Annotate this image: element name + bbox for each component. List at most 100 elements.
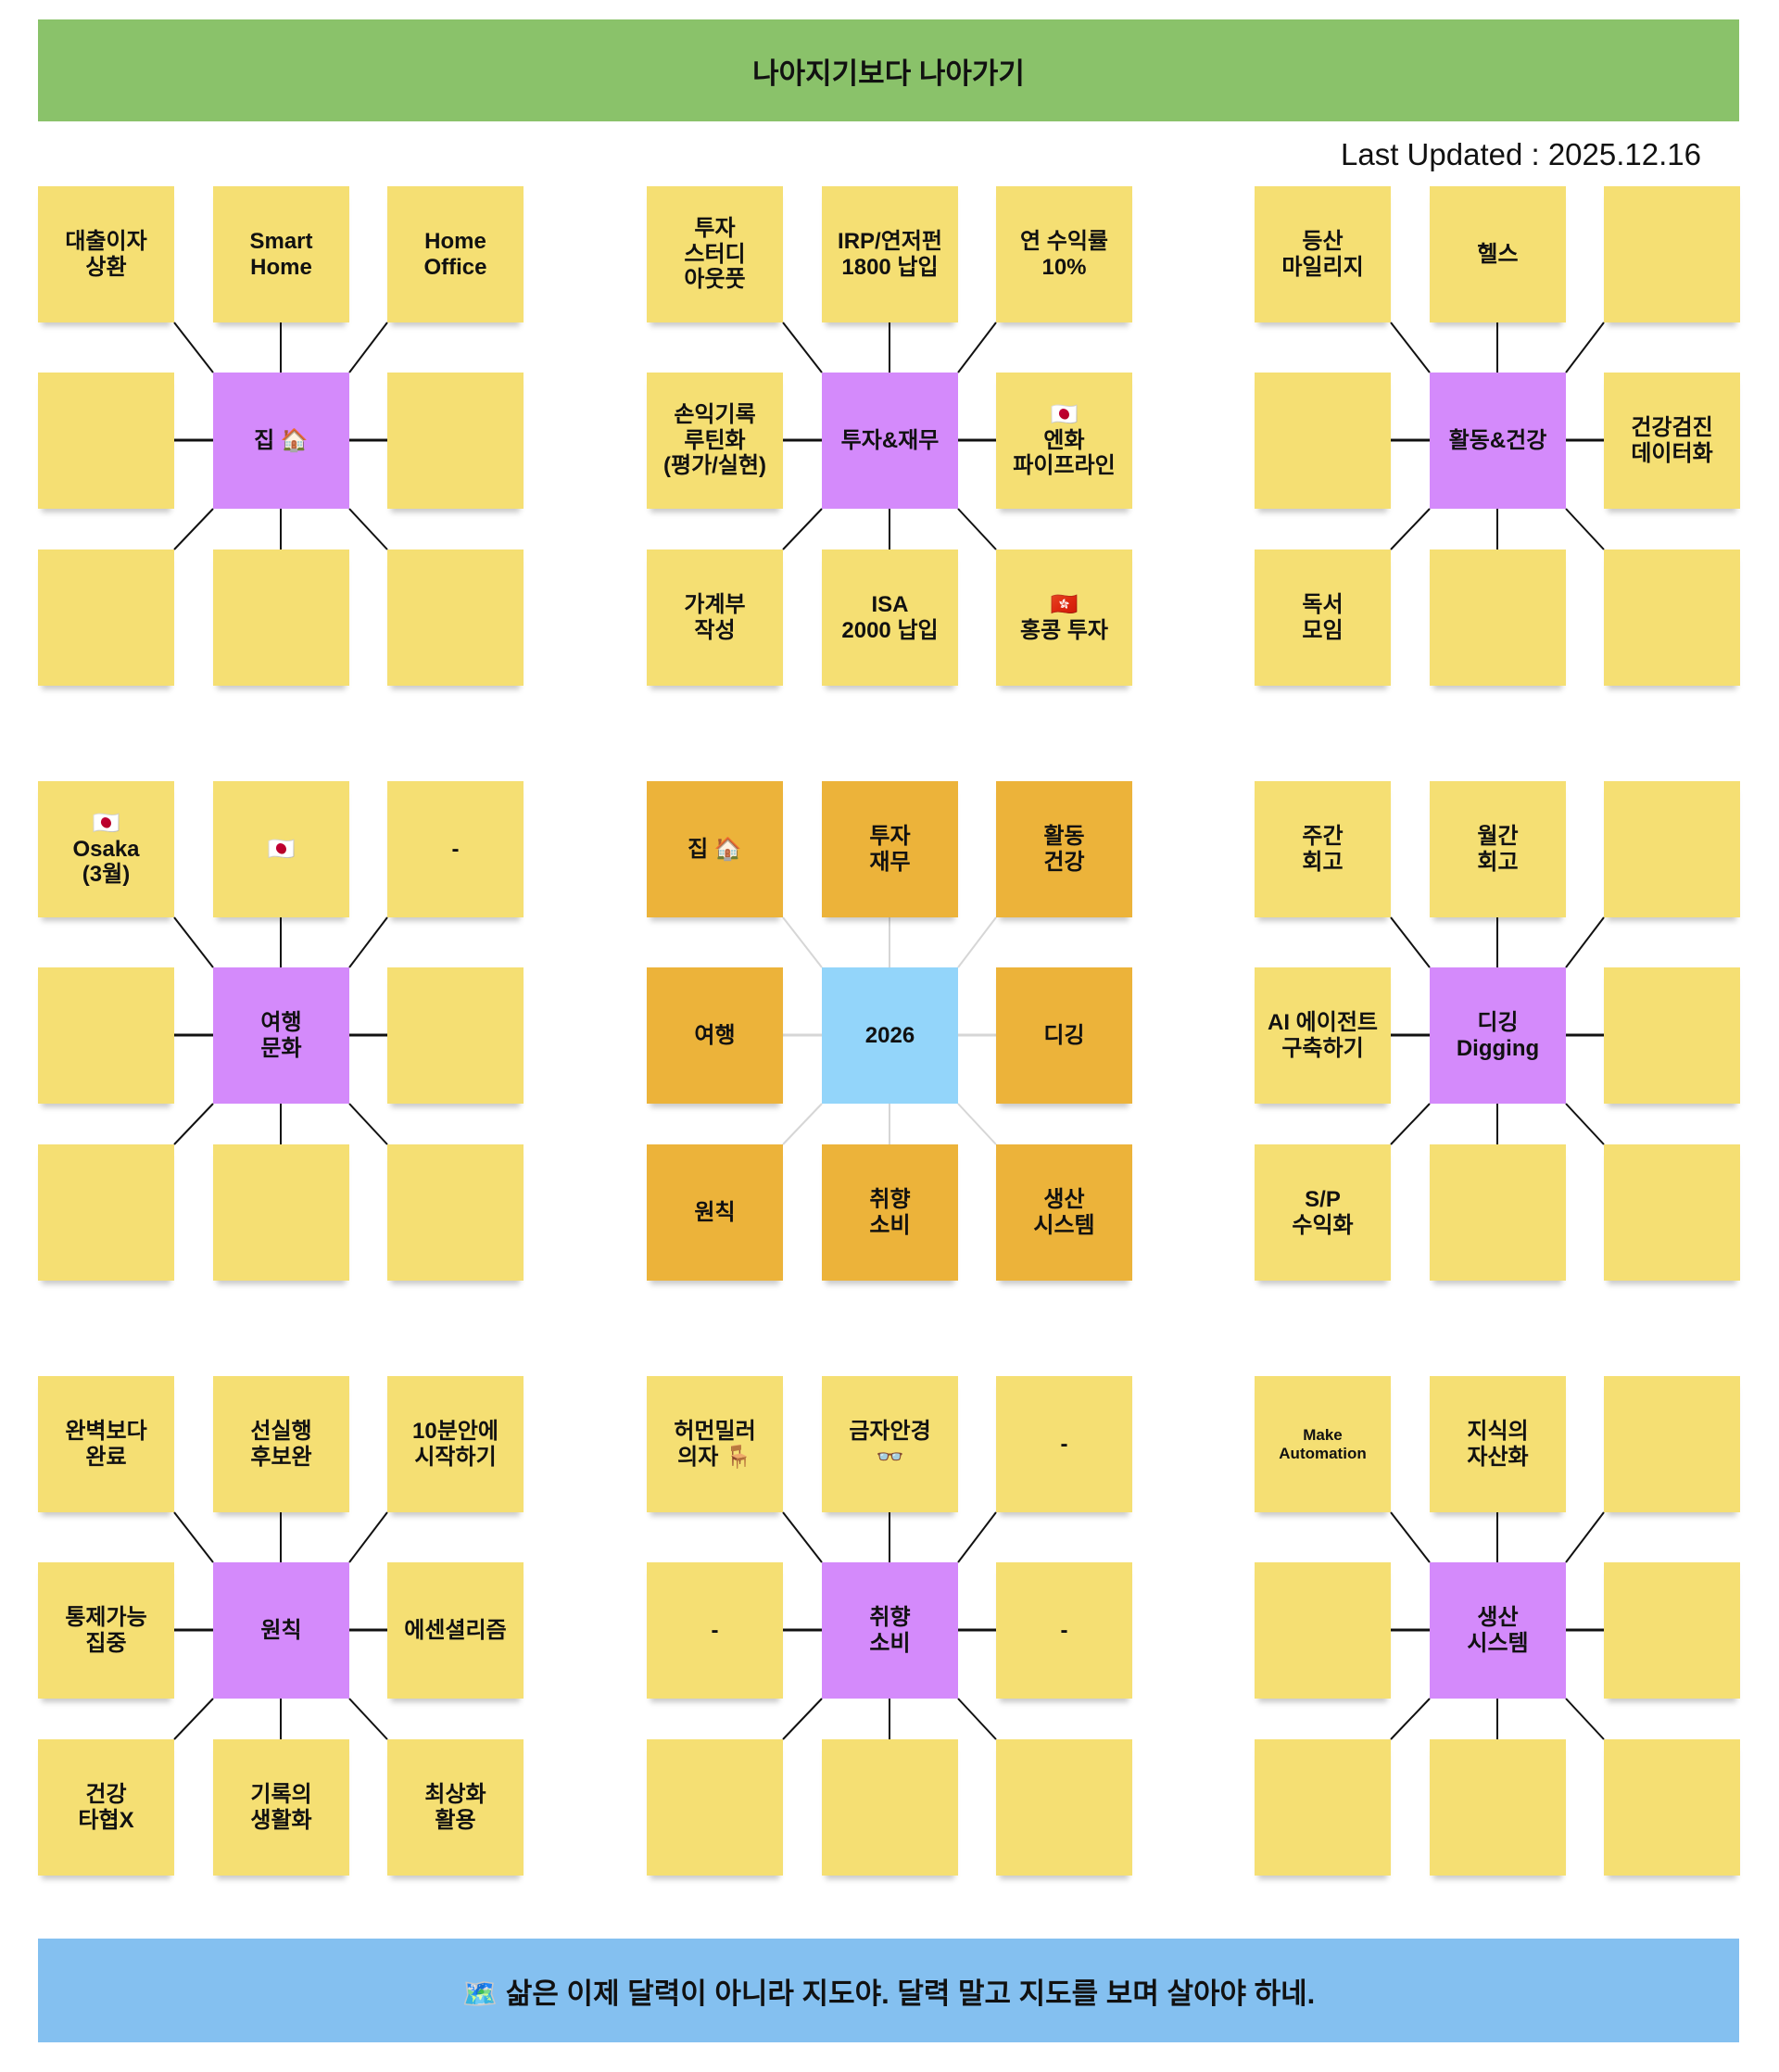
mandalart-block: 대출이자 상환 Smart Home Home Office 집 🏠	[38, 186, 524, 687]
sticky-note-top[interactable]: 지식의 자산화	[1430, 1376, 1566, 1512]
sticky-note-left[interactable]: -	[647, 1562, 783, 1699]
sticky-note-top[interactable]: 월간 회고	[1430, 781, 1566, 917]
sticky-note-bottom[interactable]: 취향 소비	[822, 1144, 958, 1281]
sticky-note-top-left[interactable]: 🇯🇵 Osaka (3월)	[38, 781, 174, 917]
center-note[interactable]: 취향 소비	[822, 1562, 958, 1699]
sticky-note-bottom[interactable]	[213, 1144, 349, 1281]
sticky-note-bottom[interactable]	[822, 1739, 958, 1876]
sticky-note-top-right[interactable]: 활동 건강	[996, 781, 1132, 917]
sticky-note-top-right[interactable]: -	[387, 781, 524, 917]
sticky-note-top-left[interactable]: 완벽보다 완료	[38, 1376, 174, 1512]
sticky-note-top-right[interactable]: 연 수익률 10%	[996, 186, 1132, 322]
sticky-note-left[interactable]	[1255, 373, 1391, 509]
sticky-note-left[interactable]: 통제가능 집중	[38, 1562, 174, 1699]
sticky-note-top-right[interactable]: 10분안에 시작하기	[387, 1376, 524, 1512]
sticky-note-left[interactable]	[1255, 1562, 1391, 1699]
sticky-note-bottom[interactable]	[1430, 1739, 1566, 1876]
sticky-note-bottom[interactable]: ISA 2000 납입	[822, 550, 958, 686]
sticky-note-left[interactable]: AI 에이전트 구축하기	[1255, 967, 1391, 1104]
center-note[interactable]: 원칙	[213, 1562, 349, 1699]
sticky-note-top-right[interactable]: -	[996, 1376, 1132, 1512]
sticky-note-right[interactable]: 디깅	[996, 967, 1132, 1104]
sticky-note-bottom-right[interactable]: 최상화 활용	[387, 1739, 524, 1876]
connector-line	[173, 1698, 214, 1740]
sticky-note-right[interactable]: -	[996, 1562, 1132, 1699]
sticky-note-bottom-right[interactable]	[1604, 550, 1740, 686]
connector-line	[957, 1103, 997, 1145]
center-note[interactable]: 2026	[822, 967, 958, 1104]
sticky-note-top-right[interactable]	[1604, 1376, 1740, 1512]
connector-lines	[173, 1511, 388, 1740]
sticky-note-top-left[interactable]: 등산 마일리지	[1255, 186, 1391, 322]
sticky-note-right[interactable]: 건강검진 데이터화	[1604, 373, 1740, 509]
sticky-note-bottom-left[interactable]	[1255, 1739, 1391, 1876]
sticky-note-top-left[interactable]: 집 🏠	[647, 781, 783, 917]
sticky-note-left[interactable]: 손익기록 루틴화 (평가/실현)	[647, 373, 783, 509]
sticky-note-bottom-right[interactable]	[1604, 1739, 1740, 1876]
sticky-note-top[interactable]: 금자안경 👓	[822, 1376, 958, 1512]
sticky-note-bottom-right[interactable]	[387, 550, 524, 686]
sticky-note-top-left[interactable]: 허먼밀러 의자 🪑	[647, 1376, 783, 1512]
connector-line	[1390, 1698, 1431, 1740]
sticky-note-bottom[interactable]	[213, 550, 349, 686]
mandalart-block: 허먼밀러 의자 🪑 금자안경 👓- -취향 소비-	[647, 1376, 1132, 1876]
center-note[interactable]: 투자&재무	[822, 373, 958, 509]
sticky-note-top-right[interactable]	[1604, 186, 1740, 322]
sticky-note-top[interactable]: 선실행 후보완	[213, 1376, 349, 1512]
sticky-note-bottom[interactable]: 기록의 생활화	[213, 1739, 349, 1876]
sticky-note-right[interactable]: 🇯🇵 엔화 파이프라인	[996, 373, 1132, 509]
sticky-note-right[interactable]	[1604, 1562, 1740, 1699]
sticky-note-top-left[interactable]: 투자 스터디 아웃풋	[647, 186, 783, 322]
center-note[interactable]: 디깅 Digging	[1430, 967, 1566, 1104]
sticky-note-bottom-right[interactable]	[1604, 1144, 1740, 1281]
sticky-note-left[interactable]: 여행	[647, 967, 783, 1104]
connector-lines	[782, 322, 997, 550]
sticky-note-bottom-left[interactable]: 가계부 작성	[647, 550, 783, 686]
connector-line	[173, 1103, 214, 1145]
sticky-note-right[interactable]	[387, 373, 524, 509]
sticky-note-bottom[interactable]	[1430, 550, 1566, 686]
sticky-note-left[interactable]	[38, 967, 174, 1104]
sticky-note-left[interactable]	[38, 373, 174, 509]
sticky-note-top-right[interactable]	[1604, 781, 1740, 917]
sticky-note-top[interactable]: 투자 재무	[822, 781, 958, 917]
sticky-note-top-left[interactable]: 대출이자 상환	[38, 186, 174, 322]
sticky-note-bottom[interactable]	[1430, 1144, 1566, 1281]
sticky-note-bottom-left[interactable]	[38, 1144, 174, 1281]
center-note[interactable]: 여행 문화	[213, 967, 349, 1104]
sticky-note-bottom-right[interactable]: 🇭🇰 홍콩 투자	[996, 550, 1132, 686]
connector-line	[348, 916, 388, 968]
sticky-note-bottom-left[interactable]: 독서 모임	[1255, 550, 1391, 686]
connector-line	[1565, 322, 1605, 373]
connector-line	[1390, 1511, 1431, 1563]
sticky-note-bottom-left[interactable]: 건강 타협X	[38, 1739, 174, 1876]
sticky-note-top-left[interactable]: Make Automation	[1255, 1376, 1391, 1512]
connector-line	[348, 1698, 388, 1740]
mandalart-block: 🇯🇵 Osaka (3월) 🇯🇵-여행 문화	[38, 781, 524, 1282]
sticky-note-bottom-left[interactable]	[647, 1739, 783, 1876]
sticky-note-bottom-left[interactable]: 원칙	[647, 1144, 783, 1281]
connector-line	[957, 1698, 997, 1740]
sticky-note-bottom-left[interactable]: S/P 수익화	[1255, 1144, 1391, 1281]
connector-lines	[173, 322, 388, 550]
connector-line	[782, 508, 823, 550]
sticky-note-top[interactable]: Smart Home	[213, 186, 349, 322]
sticky-note-bottom-right[interactable]	[387, 1144, 524, 1281]
sticky-note-right[interactable]	[387, 967, 524, 1104]
sticky-note-right[interactable]: 에센셜리즘	[387, 1562, 524, 1699]
center-note[interactable]: 생산 시스템	[1430, 1562, 1566, 1699]
sticky-note-bottom-left[interactable]	[38, 550, 174, 686]
connector-line	[173, 508, 214, 550]
center-note[interactable]: 활동&건강	[1430, 373, 1566, 509]
center-note[interactable]: 집 🏠	[213, 373, 349, 509]
mandalart-block: 투자 스터디 아웃풋 IRP/연저펀 1800 납입 연 수익률 10% 손익기록 루…	[647, 186, 1132, 687]
sticky-note-top[interactable]: IRP/연저펀 1800 납입	[822, 186, 958, 322]
sticky-note-top-right[interactable]: Home Office	[387, 186, 524, 322]
sticky-note-bottom-right[interactable]: 생산 시스템	[996, 1144, 1132, 1281]
sticky-note-bottom-right[interactable]	[996, 1739, 1132, 1876]
sticky-note-top[interactable]: 헬스	[1430, 186, 1566, 322]
connector-line	[348, 1511, 388, 1563]
sticky-note-top-left[interactable]: 주간 회고	[1255, 781, 1391, 917]
sticky-note-right[interactable]	[1604, 967, 1740, 1104]
sticky-note-top[interactable]: 🇯🇵	[213, 781, 349, 917]
